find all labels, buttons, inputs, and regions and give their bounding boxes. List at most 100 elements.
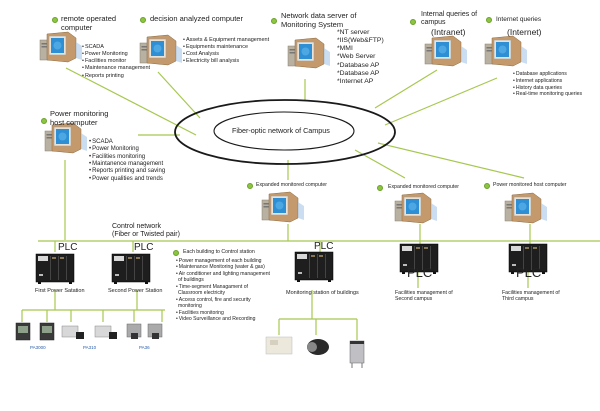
list-item: Classroom electricity <box>178 290 225 297</box>
meter-label-pa3000: PA3000 <box>30 345 46 350</box>
meter-label-pa310: PA310 <box>83 345 97 350</box>
bullet-dot-icon <box>247 183 253 189</box>
list-item: Maintenance Monitoring (water & gas) <box>176 264 270 270</box>
control-network-label: Control network (Fiber or Twisted pair) <box>112 223 180 239</box>
list-item: *Internet AP <box>337 77 374 85</box>
list-item: Electricity bill analysis <box>183 58 269 65</box>
list-item: of buildings <box>178 277 204 284</box>
chiller-icon <box>265 336 293 355</box>
first-station-label: First Power Satation <box>35 288 85 294</box>
bullet-dot-icon <box>173 250 179 256</box>
list-item: *Web Server <box>337 53 376 61</box>
computer-remote-icon <box>39 31 83 63</box>
building-equipment <box>265 336 365 368</box>
list-item: Real-time monitoring queries <box>513 91 582 98</box>
meter-devices <box>15 322 163 341</box>
plc-first-icon <box>35 253 75 285</box>
computer-intranet-icon <box>424 35 468 67</box>
campus-3-label: Facilities management of Third campus <box>502 290 560 302</box>
expanded-2-title: Expanded monitored computer <box>388 184 459 190</box>
remote-title: remote operated computer <box>61 14 117 32</box>
list-item: Facilities monitor <box>82 58 150 65</box>
list-item: Power management of each building <box>176 258 270 264</box>
bullet-dot-icon <box>41 118 47 124</box>
link-power-host-2 <box>377 142 525 179</box>
remote-feature-list: SCADA Power Monitoring Facilities monito… <box>82 44 150 80</box>
power-host-2-title: Power monitored host computer <box>493 182 567 188</box>
host-title: Power monitoring host computer <box>50 109 109 127</box>
bullet-dot-icon <box>140 17 146 23</box>
meter-pa310-a-icon <box>61 325 79 338</box>
computer-expanded-1-icon <box>261 191 305 223</box>
list-item: Power Monitoring <box>82 51 150 58</box>
list-item: SCADA <box>82 44 150 51</box>
list-item: Reports printing <box>82 73 150 80</box>
internet-query-list: Database applications Internet applicati… <box>513 71 582 98</box>
list-item: *IIS(Web&FTP) <box>337 37 384 45</box>
link-internet <box>384 77 498 126</box>
link-decision <box>157 71 201 119</box>
list-item: Cost Analysis <box>183 51 269 58</box>
fiber-ring <box>174 99 396 165</box>
bullet-dot-icon <box>377 185 383 191</box>
plc-campus-3-label: PLC <box>516 265 542 280</box>
list-item: Internet applications <box>513 78 582 85</box>
decision-title: decision analyzed computer <box>150 14 243 23</box>
fiber-ring-label: Fiber-optic network of Campus <box>232 126 330 135</box>
building-station-label: Monitoring station of buildings <box>286 290 359 296</box>
internet-title: Internet queries <box>496 16 542 23</box>
list-item: Video Surveillance and Recording <box>176 316 270 322</box>
list-item: Facilities monitoring <box>176 310 270 316</box>
list-item: Access control, fire and security <box>176 297 270 303</box>
host-feature-list: SCADA Power Monitoring Facilities monito… <box>89 139 165 183</box>
bullet-dot-icon <box>52 17 58 23</box>
internet-subtitle: (Internet) <box>507 27 542 37</box>
bullet-dot-icon <box>271 18 277 24</box>
building-info-list: Power management of each building Mainte… <box>176 258 270 323</box>
list-item: monitoring <box>178 303 202 310</box>
computer-power-host-2-icon <box>504 192 548 224</box>
computer-host-icon <box>44 122 88 154</box>
list-item: SCADA <box>89 139 165 146</box>
plc-second-icon <box>111 253 151 285</box>
list-item: *MMI <box>337 45 353 53</box>
meter-label-pa36: PA36 <box>139 345 150 350</box>
second-station-label: Second Power Station <box>108 288 163 294</box>
list-item: Database applications <box>513 71 582 78</box>
list-item: Assets & Equipment management <box>183 37 269 44</box>
server-title: Network data server of Monitoring System <box>281 11 357 29</box>
server-service-list: *NT server *IIS(Web&FTP) *MMI *Web Serve… <box>337 29 384 86</box>
plc-first-label: PLC <box>58 242 78 253</box>
list-item: Air conditioner and lighting management <box>176 271 270 277</box>
links <box>21 67 600 340</box>
list-item: Reports printing and saving <box>89 168 165 175</box>
water-tank-icon <box>349 340 365 364</box>
bullet-dot-icon <box>486 17 492 23</box>
plc-building-icon <box>294 251 334 283</box>
list-item: *Database AP <box>337 61 380 69</box>
plc-campus-2-label: PLC <box>407 265 433 280</box>
list-item: Maintanence management <box>89 161 165 168</box>
bullet-dot-icon <box>484 183 490 189</box>
plc-building-label: PLC <box>314 241 334 252</box>
list-item: History data queries <box>513 85 582 92</box>
intranet-subtitle: (Intranet) <box>431 27 466 37</box>
building-info-title: Each building to Control station <box>183 249 255 255</box>
campus-2-label: Facilities management of Second campus <box>395 290 453 302</box>
expanded-1-title: Expanded monitored computer <box>256 182 327 188</box>
computer-internet-icon <box>484 35 528 67</box>
list-item: Equipments maintenance <box>183 44 269 51</box>
list-item: *NT server <box>337 29 370 36</box>
meter-pa310-b-icon <box>94 325 112 338</box>
list-item: Power qualities and trends <box>89 176 165 183</box>
computer-server-icon <box>287 37 331 69</box>
plc-second-label: PLC <box>134 242 154 253</box>
list-item: Facilities monitoring <box>89 154 165 161</box>
list-item: Time-segment Managament of <box>176 284 270 290</box>
computer-expanded-2-icon <box>394 192 438 224</box>
link-intranet <box>374 69 438 109</box>
list-item: Maintenance management <box>82 65 150 72</box>
bullet-dot-icon <box>410 19 416 25</box>
list-item: *Database AP <box>337 69 380 77</box>
